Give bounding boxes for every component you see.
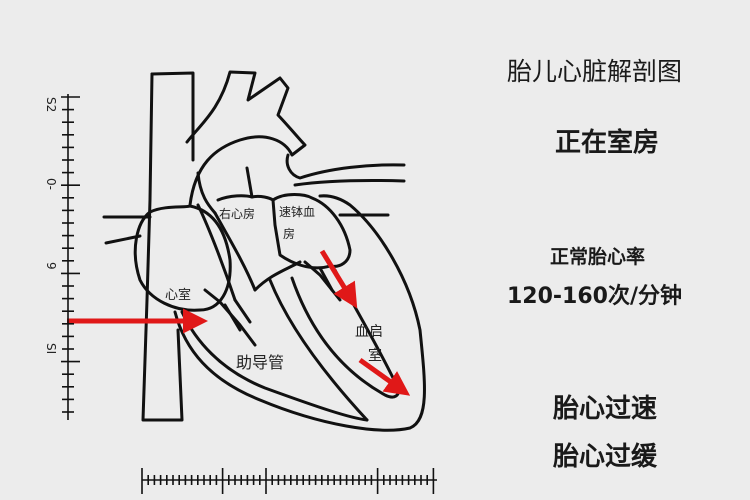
label-right-atrium: 右心房: [219, 206, 255, 221]
normal-rate-label: 正常胎心率: [550, 246, 646, 268]
label-left-atrium: 速钵血: [279, 204, 315, 219]
heart-outline: [102, 70, 426, 432]
status-text: 正在室房: [555, 128, 660, 158]
blood-flow-arrows: [67, 249, 411, 396]
condition-tachycardia: 胎心过速: [553, 394, 658, 424]
ruler-label: 0-: [44, 178, 58, 190]
label-left-atrium-2: 房: [283, 226, 295, 241]
ruler-label: 9: [44, 262, 58, 270]
arrow-to-apex: [358, 357, 411, 396]
condition-bradycardia: 胎心过缓: [553, 442, 658, 472]
normal-rate-range: 120-160次/分钟: [507, 284, 683, 309]
vertical-ruler: [61, 94, 80, 420]
ruler-label: S2: [44, 97, 58, 112]
horizontal-ruler: [141, 468, 437, 494]
label-chamber-2: 室: [368, 347, 382, 364]
label-ventricle: 心室: [165, 287, 191, 303]
ruler-label: SI: [44, 343, 58, 354]
page-title: 胎儿心脏解剖图: [507, 57, 683, 86]
label-ductus: 助导管: [236, 353, 284, 372]
arrow-left-atrium-down: [319, 249, 358, 309]
ruler-labels: S2 0- 9 SI: [44, 97, 58, 354]
label-chamber: 血启: [355, 324, 383, 340]
